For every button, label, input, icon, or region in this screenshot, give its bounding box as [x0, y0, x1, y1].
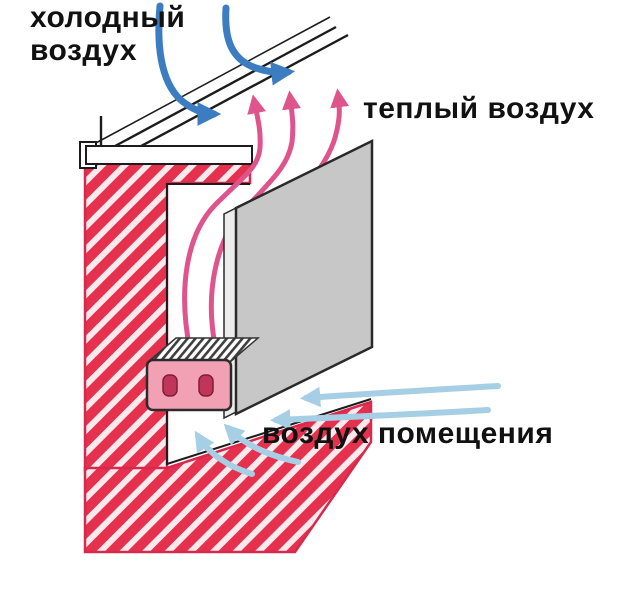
warm-air-arrow-1: [182, 94, 266, 353]
panel-face: [234, 138, 374, 417]
heater-body: [145, 358, 233, 412]
room-air-arrow-3: [223, 423, 301, 465]
room-air-arrow-2: [269, 407, 491, 430]
window-glass: [93, 16, 349, 161]
window-sill: [79, 141, 253, 169]
cold-air-arrow-2: [222, 4, 296, 86]
heater-slot-left: [162, 374, 178, 397]
label-cold-air-line1: холодный: [30, 1, 185, 34]
room-air-arrows: [194, 383, 501, 477]
window-frame-line: [93, 16, 331, 145]
label-cold-air-line2: воздух: [30, 34, 137, 67]
interior-outline: [166, 183, 372, 466]
label-warm-air: теплый воздух: [363, 92, 595, 125]
cold-air-arrows: [155, 2, 296, 126]
window-pane-line-inner: [116, 33, 349, 161]
room-air-arrow-1: [299, 383, 501, 408]
window-pane-line-outer: [103, 25, 337, 154]
heater: [145, 337, 261, 412]
heater-slot-right: [198, 374, 214, 397]
room-air-arrow-4: [194, 430, 255, 477]
warm-air-arrow-2: [208, 90, 301, 348]
label-room-air: воздух помещения: [262, 417, 553, 450]
wall-bottom-slab: [83, 400, 373, 554]
cold-air-arrow-1: [155, 2, 222, 126]
sill-board: [85, 145, 253, 165]
